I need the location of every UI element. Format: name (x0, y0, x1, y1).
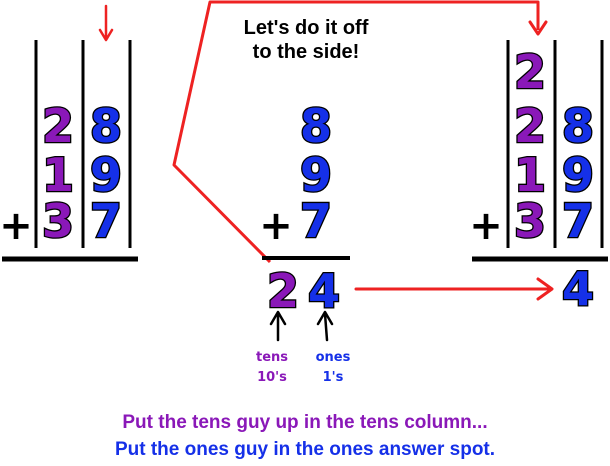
ones-value-label: 1's (323, 370, 344, 385)
tens-pointer-arrow (269, 310, 287, 342)
right-plus-sign: + (469, 203, 503, 249)
right-tens-digit-1: 2 (514, 99, 546, 153)
right-ones-digit-3: 7 (562, 194, 594, 248)
left-problem: + 2 1 3 8 9 7 (0, 4, 138, 262)
right-problem: 2 + 2 1 3 8 9 7 4 (469, 40, 608, 317)
right-answer-ones-digit: 4 (562, 262, 594, 316)
side-note-line-1: Let's do it off (244, 17, 369, 39)
right-ones-digit-2: 9 (562, 148, 594, 202)
caption-line-1: Put the tens guy up in the tens column..… (122, 412, 487, 433)
middle-addend-2: 9 (300, 148, 332, 202)
left-tens-digit-1: 2 (42, 99, 74, 153)
tens-value-label: 10's (257, 370, 287, 385)
tens-label: tens (256, 350, 288, 365)
left-tens-digit-2: 1 (42, 148, 74, 202)
left-ones-digit-2: 9 (90, 148, 122, 202)
left-plus-sign: + (0, 203, 33, 249)
right-carry-digit: 2 (514, 45, 546, 99)
caption-line-2: Put the ones guy in the ones answer spot… (115, 439, 495, 460)
left-ones-digit-3: 7 (90, 194, 122, 248)
left-down-arrow (98, 4, 114, 42)
carry-path-arrow (172, 0, 540, 264)
middle-addend-1: 8 (300, 99, 332, 153)
answer-arrow (354, 277, 554, 301)
ones-label: ones (316, 350, 351, 365)
left-tens-digit-3: 3 (42, 194, 74, 248)
middle-sum-ones-digit: 4 (308, 264, 340, 318)
middle-addend-3: 7 (300, 194, 332, 248)
right-tens-digit-3: 3 (514, 194, 546, 248)
ones-pointer-arrow (316, 310, 334, 342)
left-ones-digit-1: 8 (90, 99, 122, 153)
middle-problem: Let's do it off to the side! 8 9 + 7 2 4… (244, 17, 369, 385)
side-note-line-2: to the side! (253, 41, 360, 63)
carry-arrow-head (528, 20, 548, 36)
right-ones-digit-1: 8 (562, 99, 594, 153)
middle-plus-sign: + (259, 203, 293, 249)
right-tens-digit-2: 1 (514, 148, 546, 202)
middle-sum-tens-digit: 2 (267, 264, 299, 318)
